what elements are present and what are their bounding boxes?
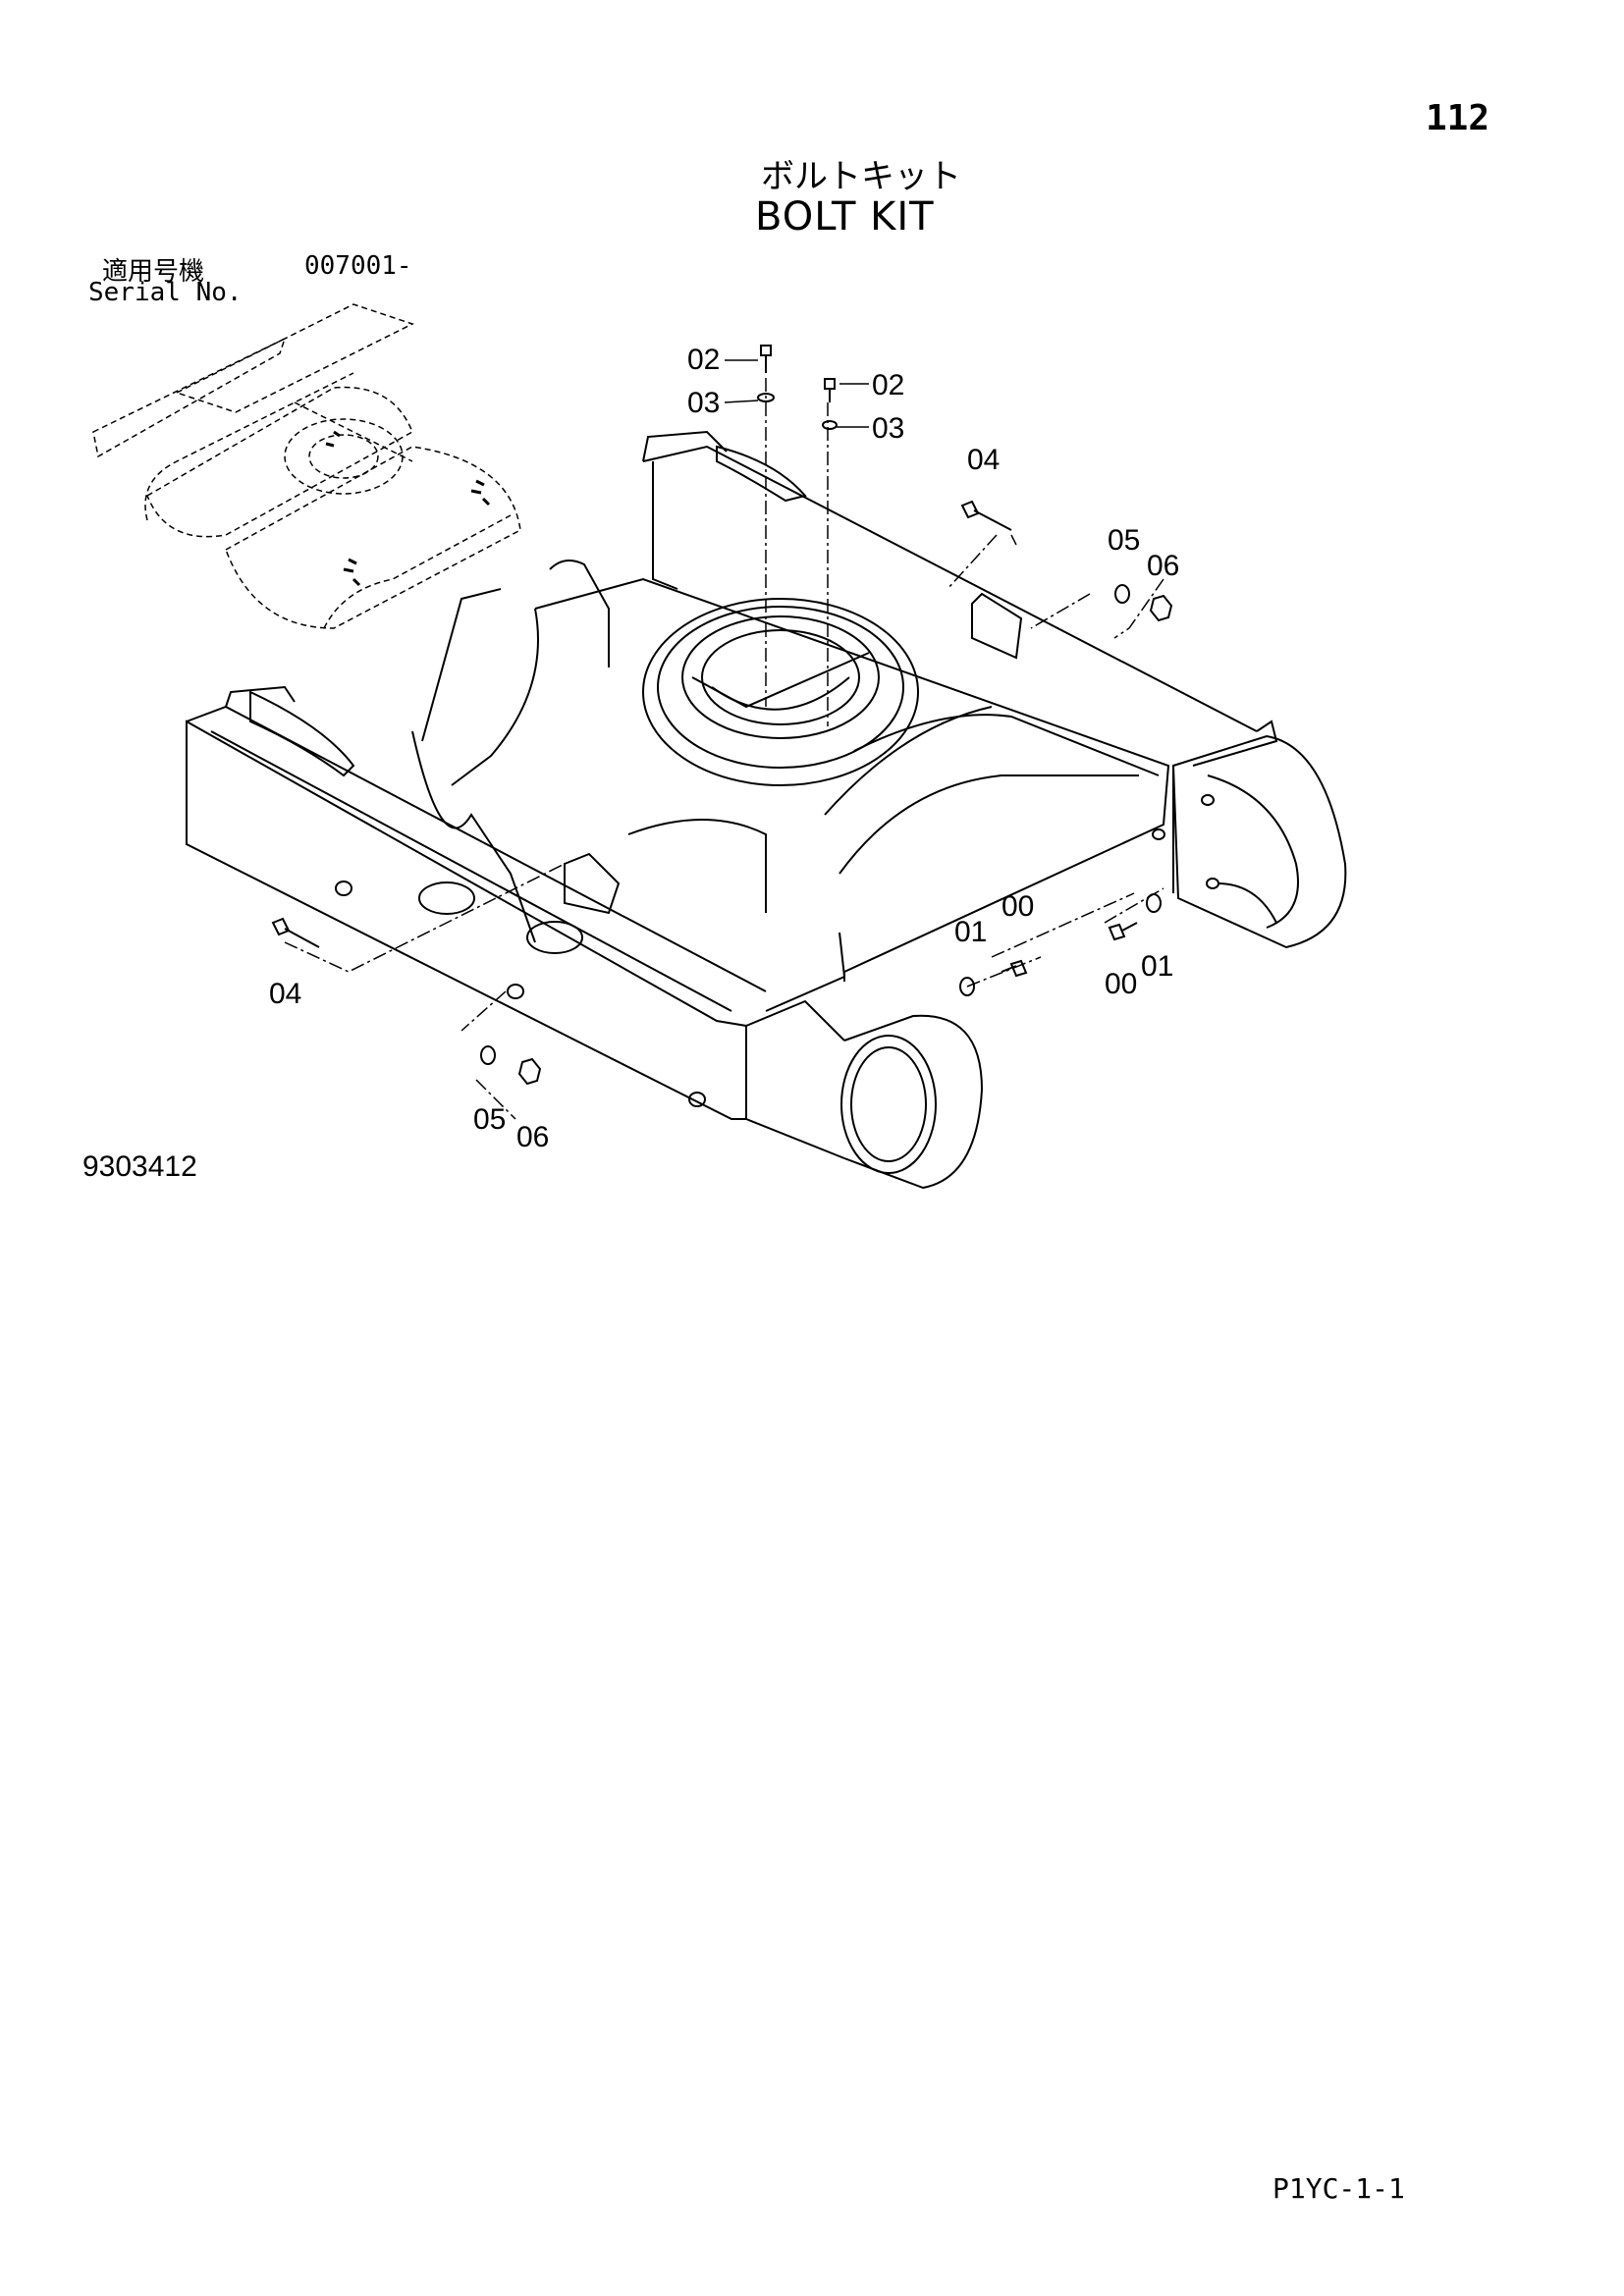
page-number: 112 bbox=[1426, 98, 1490, 138]
callout-01: 01 bbox=[954, 916, 988, 948]
fasteners bbox=[271, 345, 1173, 1086]
callout-04: 04 bbox=[269, 978, 302, 1010]
callout-00: 00 bbox=[1001, 890, 1035, 923]
page-code: P1YC-1-1 bbox=[1272, 2172, 1405, 2205]
callout-03: 03 bbox=[872, 412, 905, 445]
callout-leaders bbox=[724, 359, 869, 428]
figure-number: 9303412 bbox=[82, 1150, 197, 1183]
callout-03: 03 bbox=[687, 387, 721, 419]
serial-label: Serial No. bbox=[88, 278, 243, 307]
machine-thumbnail bbox=[92, 303, 521, 629]
callout-05: 05 bbox=[1108, 524, 1141, 557]
callout-06: 06 bbox=[1147, 550, 1180, 582]
callout-02: 02 bbox=[687, 344, 721, 376]
serial-value: 007001- bbox=[304, 251, 412, 281]
track-frame bbox=[186, 430, 1347, 1190]
thumbnail-bolt-marks bbox=[325, 430, 491, 587]
callout-04: 04 bbox=[967, 444, 1001, 476]
page-title-japanese: ボルトキット bbox=[761, 157, 961, 196]
page-title: BOLT KIT bbox=[755, 194, 935, 240]
exploded-leader-lines bbox=[284, 378, 1164, 1120]
callout-01: 01 bbox=[1141, 950, 1174, 983]
callout-00: 00 bbox=[1105, 968, 1138, 1000]
serial-label-japanese: 適用号機 bbox=[102, 257, 205, 287]
callout-05: 05 bbox=[473, 1103, 507, 1136]
callout-06: 06 bbox=[516, 1121, 550, 1153]
callout-02: 02 bbox=[872, 369, 905, 401]
